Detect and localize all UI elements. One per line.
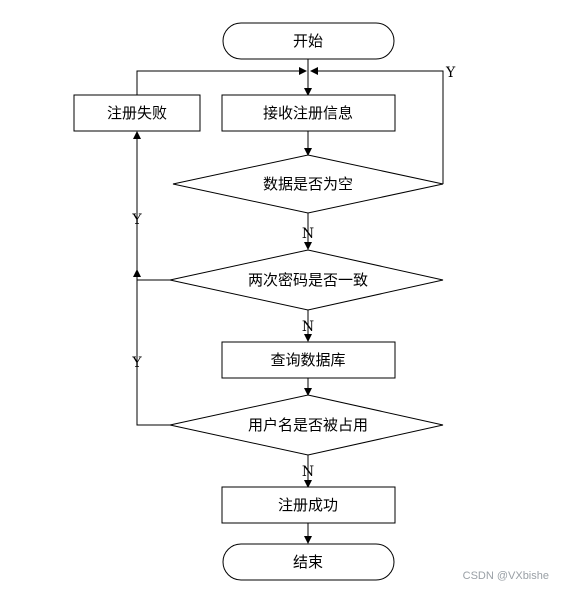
check-taken-label: 用户名是否被占用 bbox=[248, 416, 368, 434]
edge-label-taken-no: N bbox=[302, 464, 314, 480]
register-success-label: 注册成功 bbox=[278, 496, 338, 514]
edge-password-yes bbox=[133, 131, 170, 281]
check-password-label: 两次密码是否一致 bbox=[248, 271, 368, 289]
edge-fail-loop-to-receive bbox=[136, 67, 307, 95]
start-label: 开始 bbox=[293, 32, 323, 50]
edge-label-taken-yes: Y bbox=[131, 355, 142, 371]
register-success-box bbox=[221, 486, 396, 524]
check-empty-label: 数据是否为空 bbox=[263, 175, 353, 193]
edge-empty-yes-loop bbox=[310, 67, 444, 184]
end-label: 结束 bbox=[293, 553, 323, 571]
start-terminal bbox=[222, 22, 395, 60]
check-empty-decision bbox=[172, 154, 444, 214]
edge-label-empty-yes: Y bbox=[445, 65, 456, 81]
query-db-box bbox=[221, 341, 396, 379]
receive-box bbox=[221, 94, 396, 132]
query-db-label: 查询数据库 bbox=[270, 351, 345, 369]
edge-label-password-no: N bbox=[302, 319, 314, 335]
register-fail-box bbox=[73, 94, 201, 132]
receive-label: 接收注册信息 bbox=[263, 104, 353, 122]
check-taken-decision bbox=[169, 394, 444, 456]
register-fail-label: 注册失败 bbox=[107, 104, 167, 122]
end-terminal bbox=[222, 543, 395, 581]
connectors bbox=[133, 59, 444, 544]
edge-taken-yes bbox=[133, 269, 170, 426]
watermark: CSDN @VXbishe bbox=[462, 570, 549, 582]
edge-label-password-yes: Y bbox=[131, 212, 142, 228]
edge-label-empty-no: N bbox=[302, 226, 314, 242]
check-password-decision bbox=[169, 249, 444, 311]
